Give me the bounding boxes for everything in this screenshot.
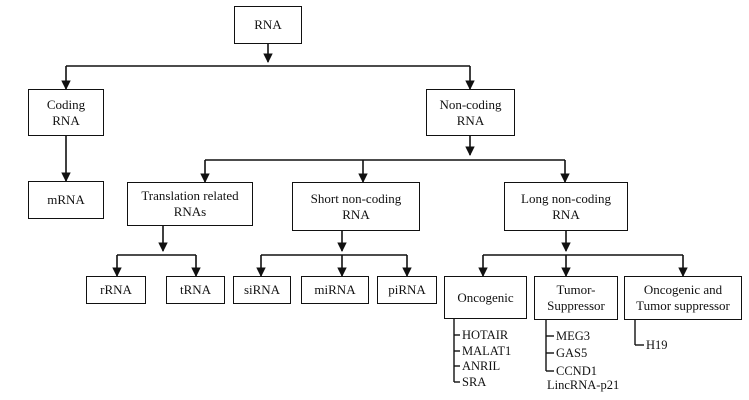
example-anril: ANRIL bbox=[462, 359, 501, 373]
pirna-node: piRNA bbox=[377, 276, 437, 304]
coding-rna-node: Coding RNA bbox=[28, 89, 104, 136]
long-non-coding-rna-node: Long non-coding RNA bbox=[504, 182, 628, 231]
example-lincrna-p21: LincRNA-p21 bbox=[547, 378, 620, 392]
oncogenic-node: Oncogenic bbox=[444, 276, 527, 319]
example-meg3: MEG3 bbox=[556, 329, 591, 343]
example-malat1: MALAT1 bbox=[462, 344, 512, 358]
mrna-node: mRNA bbox=[28, 181, 104, 219]
example-ccnd1: CCND1 bbox=[556, 364, 597, 378]
trna-node: tRNA bbox=[166, 276, 225, 304]
example-sra: SRA bbox=[462, 375, 487, 389]
tumor-suppressor-node: Tumor- Suppressor bbox=[534, 276, 618, 320]
rna-node: RNA bbox=[234, 6, 302, 44]
oncogenic-and-tumor-suppressor-node: Oncogenic and Tumor suppressor bbox=[624, 276, 742, 320]
rrna-node: rRNA bbox=[86, 276, 146, 304]
mirna-node: miRNA bbox=[301, 276, 369, 304]
translation-related-rnas-node: Translation related RNAs bbox=[127, 182, 253, 226]
non-coding-rna-node: Non-coding RNA bbox=[426, 89, 515, 136]
sirna-node: siRNA bbox=[233, 276, 291, 304]
example-h19: H19 bbox=[646, 338, 668, 352]
example-gas5: GAS5 bbox=[556, 346, 588, 360]
short-non-coding-rna-node: Short non-coding RNA bbox=[292, 182, 420, 231]
example-hotair: HOTAIR bbox=[462, 328, 509, 342]
